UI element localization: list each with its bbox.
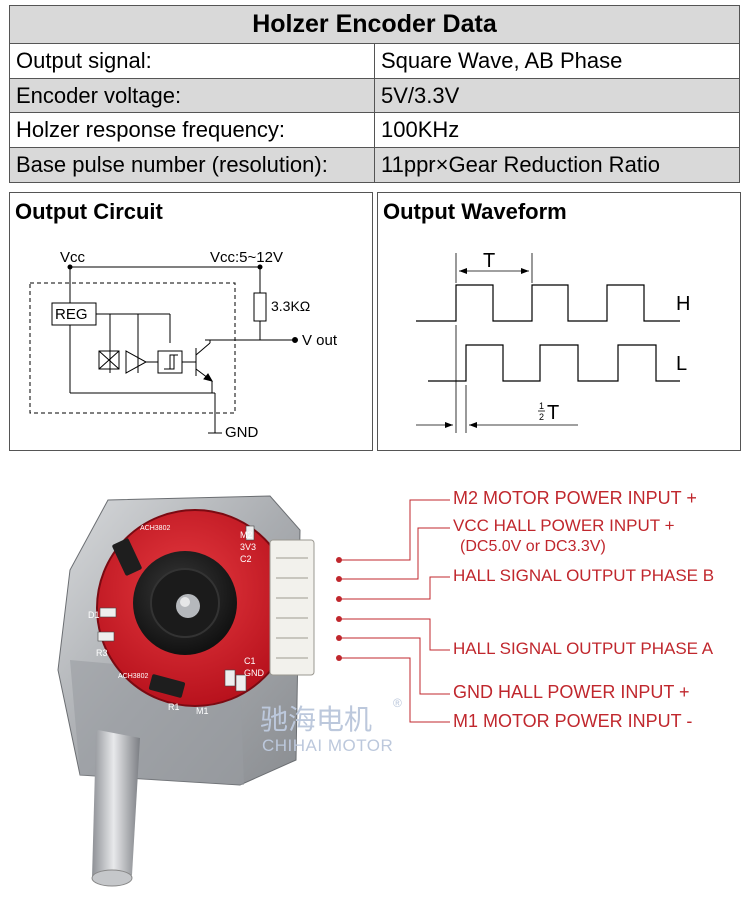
pcb-label-c1: C1 <box>244 656 256 666</box>
pin-label-m1: M1 MOTOR POWER INPUT - <box>453 711 693 731</box>
pin-label-vcc: VCC HALL POWER INPUT + <box>453 516 675 535</box>
half-period-symbol: T <box>547 402 559 424</box>
row-value: 100KHz <box>374 112 740 149</box>
pin-sublabel-vcc: (DC5.0V or DC3.3V) <box>460 538 606 555</box>
reg-label: REG <box>55 306 88 323</box>
circuit-title: Output Circuit <box>15 199 163 224</box>
watermark-chinese: 驰海电机 <box>260 703 373 736</box>
waveform-title: Output Waveform <box>383 199 567 224</box>
pin-label-m2: M2 MOTOR POWER INPUT + <box>453 488 697 508</box>
connector-housing <box>269 539 315 676</box>
table-row: Holzer response frequency: 100KHz <box>9 112 740 149</box>
hall-chip-top <box>112 538 142 576</box>
high-label: H <box>676 293 690 315</box>
circuit-diagram: Vcc Vcc:5~12V REG 3.3KΩ V out GND <box>29 249 338 441</box>
row-label: Encoder voltage: <box>9 77 375 114</box>
row-label: Holzer response frequency: <box>9 112 375 149</box>
pcb-label-d1: D1 <box>88 610 100 620</box>
table-title: Holzer Encoder Data <box>9 5 740 44</box>
encoder-spec-table: Holzer Encoder Data Output signal: Squar… <box>9 5 740 183</box>
period-label: T <box>483 250 495 272</box>
pcb-label-r3: R3 <box>96 648 108 658</box>
waveform-h <box>416 284 680 322</box>
waveform-diagram: T H L 1 2 T <box>416 250 690 433</box>
pcb-label-r1: R1 <box>168 702 180 712</box>
pcb-label-chip-top: ACH3802 <box>140 525 170 532</box>
row-label: Output signal: <box>9 42 375 79</box>
output-waveform-panel: T H L 1 2 T Output Waveform <box>377 192 741 451</box>
row-value: 11ppr×Gear Reduction Ratio <box>374 147 740 183</box>
output-shaft <box>92 730 140 884</box>
pcb-label-m2: M2 <box>240 530 253 540</box>
row-value: Square Wave, AB Phase <box>374 42 740 79</box>
pin-label-gnd: GND HALL POWER INPUT + <box>453 682 690 702</box>
motor-illustration: M2 3V3 C2 C1 GND R1 D1 R3 M1 ACH3802 ACH… <box>57 495 450 887</box>
pcb-label-c2: C2 <box>240 554 252 564</box>
row-value: 5V/3.3V <box>374 77 740 114</box>
half-denominator: 2 <box>539 412 544 422</box>
pin-label-phase-b: HALL SIGNAL OUTPUT PHASE B <box>453 566 715 585</box>
resistor-label: 3.3KΩ <box>271 298 310 314</box>
waveform-l <box>428 344 680 382</box>
pcb-label-chip-bottom: ACH3802 <box>118 673 148 680</box>
pin-label-phase-a: HALL SIGNAL OUTPUT PHASE A <box>453 639 714 658</box>
encoder-photo: M2 3V3 C2 C1 GND R1 D1 R3 M1 ACH3802 ACH… <box>0 460 750 917</box>
hall-chip-bottom <box>148 674 186 698</box>
vout-label: V out <box>302 332 338 349</box>
pcb-label-3v3: 3V3 <box>240 542 256 552</box>
vcc-range-label: Vcc:5~12V <box>210 249 283 266</box>
table-row: Encoder voltage: 5V/3.3V <box>9 77 740 114</box>
table-row: Output signal: Square Wave, AB Phase <box>9 42 740 79</box>
row-label: Base pulse number (resolution): <box>9 147 375 183</box>
pcb-label-gnd: GND <box>244 668 265 678</box>
output-circuit-panel: Vcc Vcc:5~12V REG 3.3KΩ V out GND Output… <box>9 192 373 451</box>
pcb-label-m1: M1 <box>196 706 209 716</box>
table-row: Base pulse number (resolution): 11ppr×Ge… <box>9 147 740 183</box>
watermark-english: CHIHAI MOTOR <box>262 736 394 755</box>
registered-mark: ® <box>393 696 402 710</box>
vcc-label: Vcc <box>60 249 86 266</box>
half-numerator: 1 <box>539 401 544 411</box>
gnd-label: GND <box>225 424 259 441</box>
low-label: L <box>676 353 687 375</box>
